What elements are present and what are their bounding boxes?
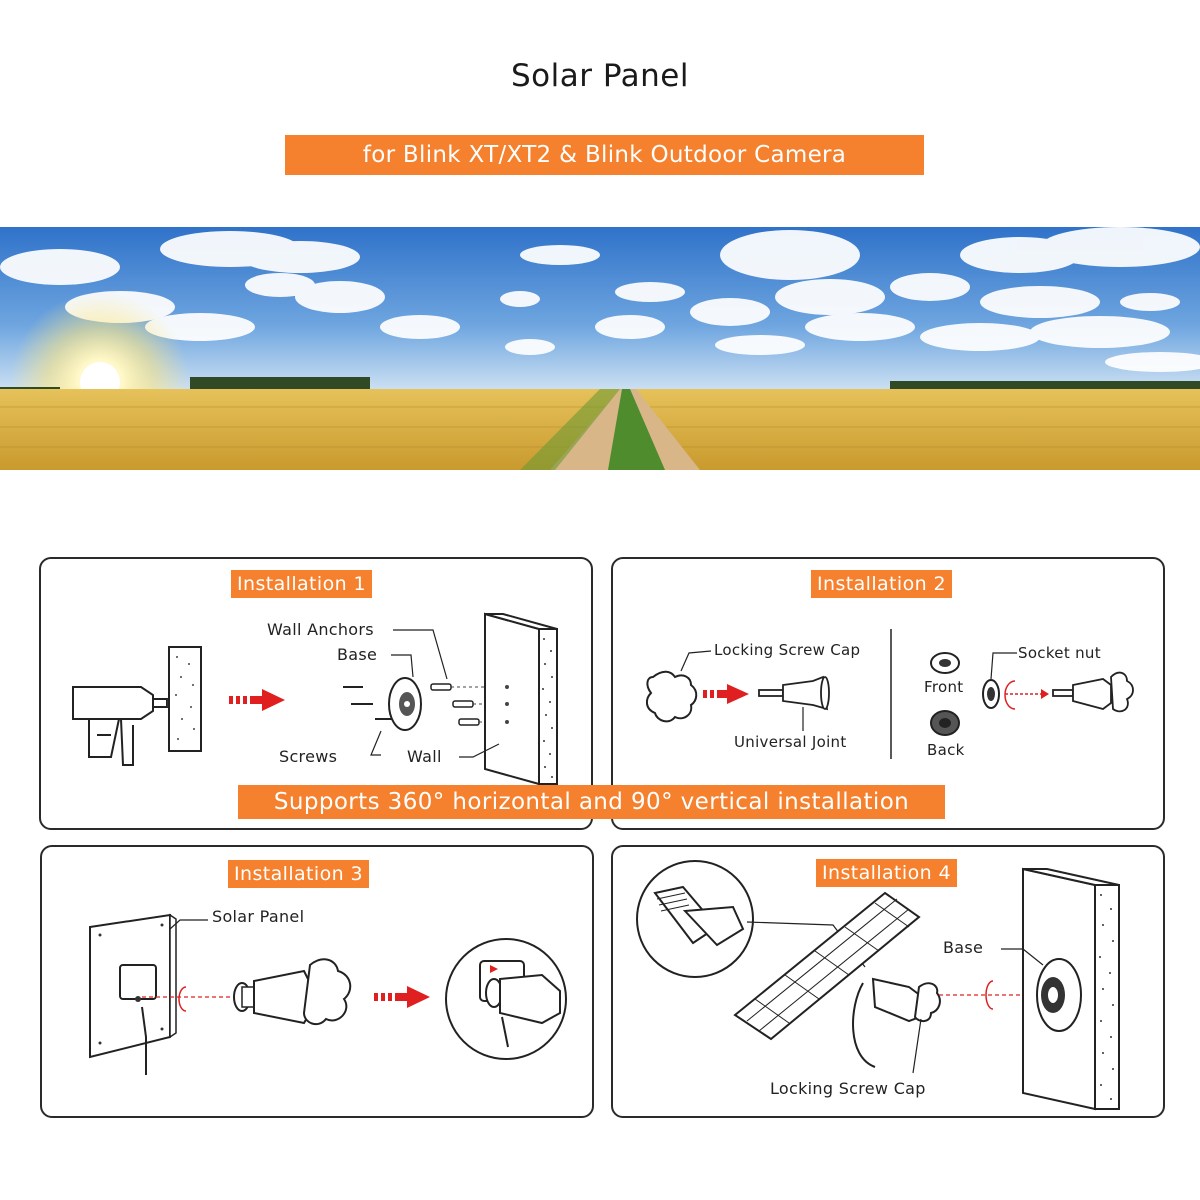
- installation-1-panel: Installation 1: [39, 557, 593, 830]
- base-label: Base: [943, 938, 984, 957]
- support-note-banner: Supports 360° horizontal and 90° vertica…: [238, 785, 945, 819]
- universal-joint-icon: [758, 675, 830, 711]
- arrow-icon: [229, 689, 285, 711]
- rotation-arrow-icon: [1004, 680, 1049, 710]
- front-label: Front: [924, 678, 964, 696]
- detail-zoom-icon: [636, 860, 754, 978]
- drill-icon: [72, 686, 168, 766]
- installation-2-tag: Installation 2: [811, 570, 952, 598]
- page-title: Solar Panel: [511, 58, 689, 94]
- installation-4-diagram: [636, 860, 1120, 1111]
- wall-anchors-label: Wall Anchors: [267, 620, 374, 639]
- wall-icon: [484, 612, 558, 786]
- arrow-icon: [703, 684, 749, 704]
- rotation-arrow-icon: [985, 980, 994, 1010]
- socket-nut-icon: [982, 679, 1000, 709]
- mount-arm-icon: [871, 977, 941, 1023]
- back-label: Back: [927, 741, 965, 759]
- solar-panel-icon: [733, 891, 921, 1041]
- wall-anchors-icon: [430, 683, 480, 726]
- locking-screw-cap-label: Locking Screw Cap: [714, 641, 861, 659]
- installation-4-tag: Installation 4: [816, 859, 957, 887]
- rotation-arrow-icon: [178, 986, 187, 1012]
- cap-mount-icon: [1052, 671, 1134, 713]
- installation-3-diagram: [89, 913, 567, 1075]
- installation-4-panel: Installation 4: [611, 845, 1165, 1118]
- installation-1-tag: Installation 1: [231, 570, 372, 598]
- base-label: Base: [337, 645, 378, 664]
- locking-screw-cap-icon: [645, 670, 698, 723]
- installation-2-panel: Installation 2: [611, 557, 1165, 830]
- base-icon: [388, 677, 422, 731]
- subtitle-banner: for Blink XT/XT2 & Blink Outdoor Camera: [285, 135, 924, 175]
- base-icon: [1036, 958, 1082, 1032]
- nut-back-icon: [930, 710, 960, 736]
- wall-block-icon: [168, 646, 202, 752]
- mount-arm-icon: [233, 958, 352, 1026]
- wall-label: Wall: [407, 747, 442, 766]
- installation-3-panel: Installation 3: [40, 845, 594, 1118]
- installation-3-tag: Installation 3: [228, 860, 369, 888]
- landscape-banner-image: [0, 227, 1200, 470]
- universal-joint-label: Universal Joint: [734, 733, 847, 751]
- arrow-icon: [374, 986, 430, 1008]
- installation-1-diagram: [72, 612, 558, 786]
- screws-label: Screws: [279, 747, 338, 766]
- locking-screw-cap-label: Locking Screw Cap: [770, 1079, 926, 1098]
- installation-2-diagram: [645, 629, 1134, 759]
- nut-front-icon: [930, 652, 960, 674]
- socket-nut-label: Socket nut: [1018, 644, 1101, 662]
- solar-panel-label: Solar Panel: [212, 907, 305, 926]
- solar-panel-icon: [89, 913, 177, 1075]
- detail-zoom-icon: [445, 938, 567, 1060]
- cable-icon: [852, 982, 876, 1068]
